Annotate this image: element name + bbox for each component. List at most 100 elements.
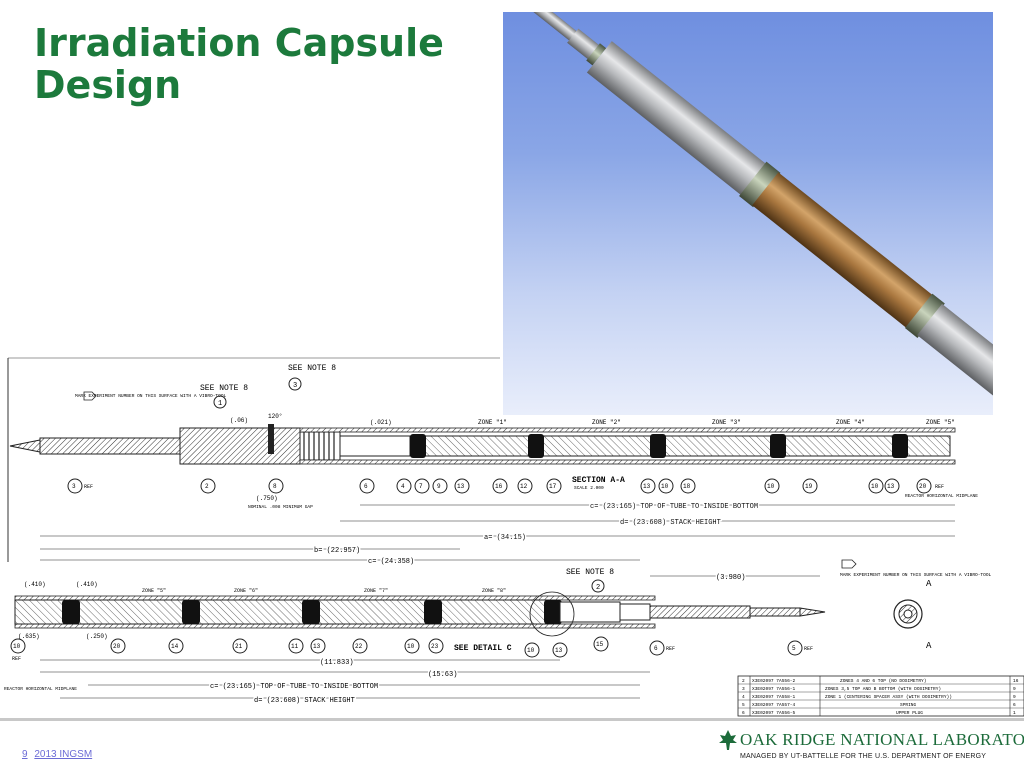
bom-part: X3E02097 7A558-1 [752, 694, 796, 700]
zone-label: ZONE "5" [926, 419, 955, 426]
balloon: 10 [661, 483, 669, 490]
capsule-photo [503, 12, 993, 415]
bom-part: X3E02097 7A556-2 [752, 678, 796, 684]
logo-subtitle: MANAGED BY UT-BATTELLE FOR THE U.S. DEPA… [740, 753, 987, 760]
section-arrow: A [926, 579, 932, 589]
bom-desc: UPPER PLUG [896, 710, 923, 716]
bill-of-materials: 2 X3E02097 7A556-2 ZONES 4 AND 6 TOP (NO… [737, 675, 1024, 717]
balloon: 11 [291, 643, 299, 650]
balloon: 19 [805, 483, 813, 490]
note-callout: SEE NOTE 8 [288, 364, 336, 373]
section-arrow: A [926, 641, 932, 651]
midplane-label: REACTOR HORIZONTAL MIDPLANE [905, 493, 978, 499]
zone-label: ZONE "5" [142, 588, 166, 594]
balloons-top: 3 REF 2 8 6 4 7 9 13 16 12 17 13 10 18 1… [67, 478, 932, 494]
balloon: 18 [683, 483, 691, 490]
zone-label: ZONE "2" [592, 419, 621, 426]
dim-text: (.06) [230, 417, 248, 424]
ref-label: REF [84, 484, 93, 490]
balloon: 22 [355, 643, 363, 650]
dim-text: (.021) [370, 419, 392, 426]
capsule-rendering [523, 12, 993, 415]
bom-item: 4 [742, 694, 745, 700]
dim-c-bot: c= (23.165) TOP OF TUBE TO INSIDE BOTTOM [210, 683, 378, 691]
dim-d-bot: d= (23.608) STACK HEIGHT [254, 697, 355, 705]
note-balloon: 2 [596, 584, 600, 592]
balloon: 5 [792, 645, 796, 652]
dim-f: (11.833) [320, 659, 354, 667]
zone-label: ZONE "4" [836, 419, 865, 426]
dim-text: (.635) [18, 633, 40, 640]
marking-note: MARK EXPERIMENT NUMBER ON THIS SURFACE W… [75, 393, 227, 399]
marking-note: MARK EXPERIMENT NUMBER ON THIS SURFACE W… [840, 572, 992, 578]
logo-name: OAK RIDGE NATIONAL LABORATORY [740, 730, 1024, 749]
balloon: 23 [431, 643, 439, 650]
section-label: SECTION A-A [572, 476, 625, 485]
bom-desc: ZONES 3,5 TOP AND B BOTTOM (WITH DOSIMET… [825, 686, 941, 692]
balloon: 2 [205, 483, 209, 490]
zone-label: ZONE "7" [364, 588, 388, 594]
balloon: 8 [273, 483, 277, 490]
ref-label: REF [666, 646, 675, 652]
note-balloon: 3 [293, 382, 297, 390]
bom-item: 3 [742, 686, 745, 692]
bom-part: X3E02097 7A556-1 [752, 686, 796, 692]
footer: 9 2013 INGSM [22, 749, 96, 760]
balloon: 9 [437, 483, 441, 490]
bom-qty: 9 [1013, 686, 1016, 692]
balloon: 6 [654, 645, 658, 652]
ref-label: REF [804, 646, 813, 652]
dim-text: (.410) [76, 581, 98, 588]
bom-part: X3E02097 7A556-5 [752, 710, 796, 716]
detail-label: SEE DETAIL C [454, 644, 512, 653]
bom-part: X3E02097 7A557-4 [752, 702, 796, 708]
balloon: 20 [113, 643, 121, 650]
dim-text: (.410) [24, 581, 46, 588]
dim-b: b= (22.957) [314, 547, 360, 555]
dim-text: (.250) [86, 633, 108, 640]
balloon: 14 [171, 643, 179, 650]
dim-g: (15.63) [428, 671, 457, 679]
balloon: 13 [555, 647, 563, 654]
balloon: 10 [407, 643, 415, 650]
balloon: 13 [457, 483, 465, 490]
note-callout: SEE NOTE 8 [200, 384, 248, 393]
dim-a: a= (34.15) [484, 534, 526, 542]
ref-label: REF [935, 484, 944, 490]
balloons-bottom: 10 20 14 21 11 13 22 10 23 10 13 15 6 5 [10, 636, 803, 658]
dim-text: (.750) [256, 495, 278, 502]
balloon: 21 [235, 643, 243, 650]
slide-title: Irradiation Capsule Design [34, 22, 494, 106]
bom-qty: 16 [1013, 678, 1019, 684]
balloon: 3 [72, 483, 76, 490]
bom-item: 5 [742, 702, 745, 708]
note-balloon: 1 [218, 400, 222, 408]
balloon: 10 [527, 647, 535, 654]
balloon: 10 [13, 643, 21, 650]
balloon: 7 [419, 483, 423, 490]
section-view: A A [893, 579, 932, 651]
leaf-icon [719, 730, 737, 750]
balloon: 13 [887, 483, 895, 490]
bom-item: 2 [742, 678, 745, 684]
midplane-label: REACTOR HORIZONTAL MIDPLANE [4, 686, 77, 692]
ref-label: REF [12, 656, 21, 662]
dim-text: 120° [268, 413, 282, 420]
top-capsule-view: ZONE "1" ZONE "2" ZONE "3" ZONE "4" ZONE… [9, 419, 956, 465]
bom-desc: SPRING [900, 702, 917, 708]
balloon: 20 [919, 483, 927, 490]
dim-c-top: c= (23.165) TOP OF TUBE TO INSIDE BOTTOM [590, 503, 758, 511]
balloon: 13 [643, 483, 651, 490]
gap-note: NOMINAL .008 MINIMUM GAP [248, 504, 313, 510]
bom-qty: 9 [1013, 694, 1016, 700]
balloon: 4 [401, 483, 405, 490]
zone-label: ZONE "1" [478, 419, 507, 426]
engineering-drawing: ZONE "1" ZONE "2" ZONE "3" ZONE "4" ZONE… [4, 357, 1024, 717]
balloon: 16 [495, 483, 503, 490]
dim-c2: c= (24.358) [368, 558, 414, 566]
balloon: 17 [549, 483, 557, 490]
dim-d-top: d= (23.608) STACK HEIGHT [620, 519, 721, 527]
balloon: 15 [596, 641, 604, 648]
ornl-logo: OAK RIDGE NATIONAL LABORATORY MANAGED BY… [718, 726, 1024, 766]
title-line-1: Irradiation Capsule [34, 21, 444, 65]
